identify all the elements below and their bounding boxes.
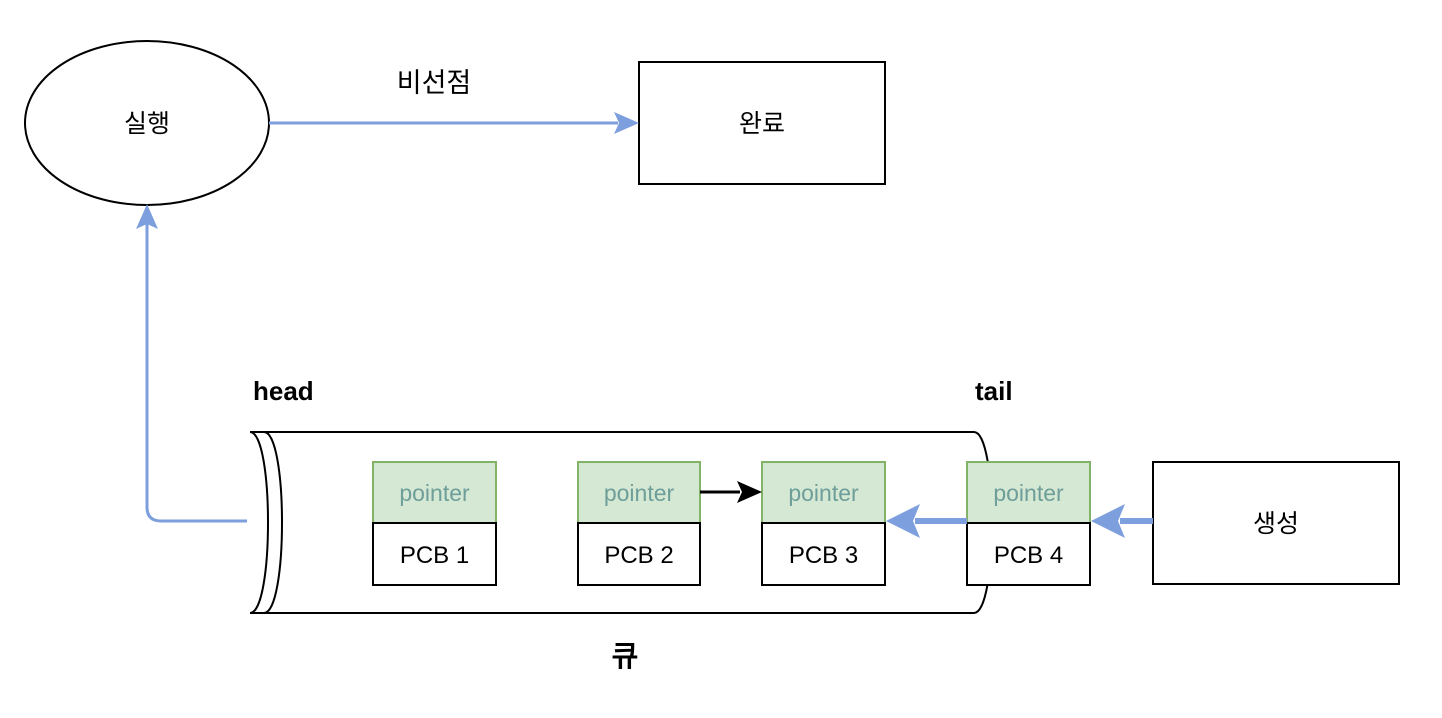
link-pcb4-to-pcb3 [886, 504, 967, 538]
pointer-cell [577, 461, 701, 524]
queue-item-4: pointer PCB 4 [966, 461, 1091, 586]
done-box [638, 61, 886, 185]
edge-queue-to-running-line [145, 224, 247, 523]
edge-running-to-done: 비선점 [269, 68, 639, 134]
pcb-cell [761, 522, 886, 586]
edge-queue-to-running-arrowhead [136, 204, 158, 229]
pointer-label: pointer [604, 480, 675, 506]
edge-nonpreemptive-label: 비선점 [397, 68, 472, 99]
create-node: 생성 [1152, 461, 1400, 585]
running-label: 실행 [124, 109, 170, 138]
create-label: 생성 [1253, 509, 1299, 538]
edge-create-to-queue [1091, 504, 1153, 538]
pcb-label: PCB 4 [994, 542, 1063, 569]
pcb-cell [966, 522, 1091, 586]
pcb-cell [372, 522, 497, 586]
pointer-label: pointer [993, 480, 1064, 506]
queue-item-1: pointer PCB 1 [372, 461, 497, 586]
queue-item-3: pointer PCB 3 [761, 461, 886, 586]
pointer-label: pointer [399, 480, 470, 506]
edge-running-to-done-arrowhead [614, 112, 639, 134]
link-pcb2-to-pcb3-arrowhead [737, 481, 762, 503]
pcb-label: PCB 1 [400, 542, 469, 569]
pointer-label: pointer [788, 480, 859, 506]
pcb-label: PCB 3 [789, 542, 858, 569]
queue-tail-label: tail [975, 376, 1013, 406]
edge-create-to-queue-arrowhead [1091, 504, 1125, 538]
done-label: 완료 [739, 109, 785, 138]
link-pcb4-to-pcb3-arrowhead [886, 504, 920, 538]
link-pcb2-to-pcb3 [700, 481, 762, 503]
pointer-cell [372, 461, 497, 524]
queue-left-cap [249, 431, 283, 614]
create-box [1152, 461, 1400, 585]
queue-item-2: pointer PCB 2 [577, 461, 701, 586]
pcb-cell [577, 522, 701, 586]
edge-queue-to-running [136, 204, 247, 523]
pcb-label: PCB 2 [604, 542, 673, 569]
queue-label: 큐 [612, 639, 639, 673]
running-node: 실행 [24, 40, 270, 206]
pointer-cell [761, 461, 886, 524]
queue-head-label: head [253, 376, 314, 406]
done-node: 완료 [638, 61, 886, 185]
